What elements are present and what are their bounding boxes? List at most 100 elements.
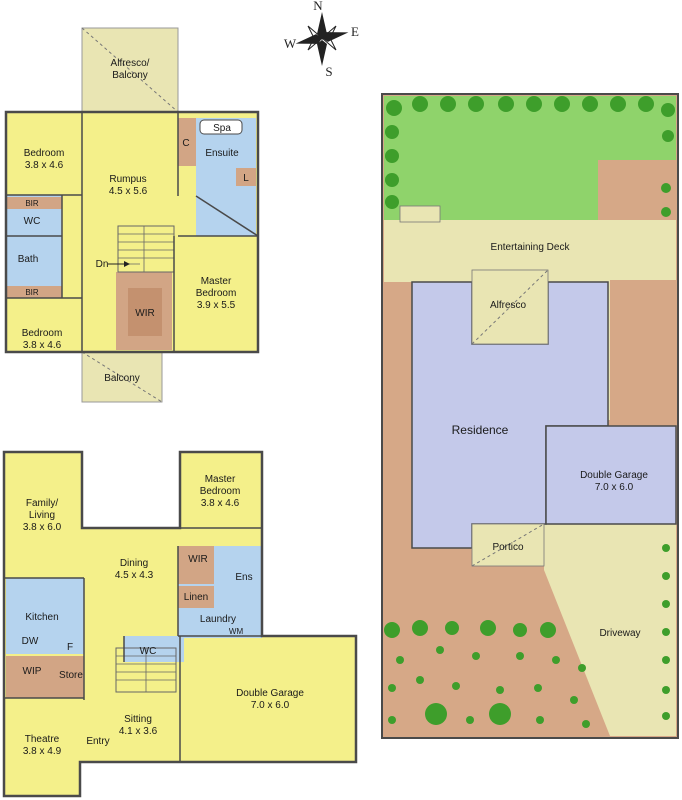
upper-wall-ens-diag bbox=[195, 195, 259, 237]
dn-label: Dn bbox=[96, 259, 109, 270]
tree-row-top bbox=[385, 96, 675, 209]
laundry-label: Laundry bbox=[200, 614, 236, 625]
wm-label: WM bbox=[229, 627, 244, 636]
ens-label: Ens bbox=[235, 572, 252, 583]
compass-s-label: S bbox=[325, 64, 332, 79]
sitting-size: 4.1 x 3.6 bbox=[119, 726, 158, 737]
kitchen-label: Kitchen bbox=[25, 612, 58, 623]
compass-west-point bbox=[295, 34, 322, 44]
store-label: Store bbox=[59, 670, 83, 681]
upper-bedroom-top-size: 3.8 x 4.6 bbox=[25, 160, 64, 171]
upper-floor-base bbox=[6, 112, 258, 352]
bir-bottom-label: BIR bbox=[25, 288, 39, 297]
bath-label: Bath bbox=[18, 254, 39, 265]
upper-master-name: Master bbox=[201, 276, 232, 287]
cupboard-c-area bbox=[178, 118, 196, 166]
entertaining-deck-label: Entertaining Deck bbox=[491, 242, 571, 253]
site-plan: Entertaining Deck Alfresco Residence Dou… bbox=[381, 93, 679, 739]
dw-label: DW bbox=[22, 636, 39, 647]
wip-label: WIP bbox=[23, 666, 42, 677]
alfresco-balcony-label-1: Alfresco/ bbox=[111, 58, 150, 69]
bir-top-area bbox=[6, 197, 62, 209]
ground-master-name2: Bedroom bbox=[200, 486, 241, 497]
dining-size: 4.5 x 4.3 bbox=[115, 570, 154, 581]
upper-wir-label: WIR bbox=[135, 308, 154, 319]
upper-bedroom-bottom-name: Bedroom bbox=[22, 328, 63, 339]
compass-east-point bbox=[322, 32, 349, 42]
ground-staircase bbox=[115, 647, 177, 693]
ground-wir-label: WIR bbox=[188, 554, 207, 565]
site-alfresco-area bbox=[471, 269, 549, 345]
family-living-label-2: Living bbox=[29, 510, 55, 521]
bir-top-label: BIR bbox=[25, 199, 39, 208]
linen-label: Linen bbox=[184, 592, 208, 603]
ground-floor-plan: Family/ Living 3.8 x 6.0 Master Bedroom … bbox=[2, 450, 358, 798]
balcony-label: Balcony bbox=[104, 373, 140, 384]
site-alfresco-label: Alfresco bbox=[490, 300, 527, 311]
ensuite-label: Ensuite bbox=[205, 148, 239, 159]
upper-bedroom-top-name: Bedroom bbox=[24, 148, 65, 159]
linen-l-area bbox=[236, 168, 256, 186]
residence-label: Residence bbox=[452, 423, 509, 437]
upper-floor-plan: Alfresco/ Balcony Bedroom 3.8 x 4.6 Rump… bbox=[4, 27, 260, 403]
alfresco-balcony-area bbox=[81, 27, 179, 113]
site-garage-footprint bbox=[545, 425, 677, 525]
cupboard-c-label: C bbox=[182, 138, 189, 149]
upper-master-size: 3.9 x 5.5 bbox=[197, 300, 236, 311]
ground-garage-size: 7.0 x 6.0 bbox=[251, 700, 290, 711]
compass-star bbox=[307, 25, 337, 51]
wir-inner bbox=[128, 288, 162, 336]
sitting-name: Sitting bbox=[124, 714, 152, 725]
deck-steps bbox=[399, 205, 441, 223]
theatre-name: Theatre bbox=[25, 734, 60, 745]
ground-master-name: Master bbox=[205, 474, 236, 485]
compass-e-label: E bbox=[351, 24, 359, 39]
upper-master-name2: Bedroom bbox=[196, 288, 237, 299]
tree-garden-front bbox=[384, 620, 590, 728]
wip-area bbox=[6, 656, 58, 698]
ground-garage-name: Double Garage bbox=[236, 688, 304, 699]
upper-staircase bbox=[117, 225, 175, 273]
family-living-size: 3.8 x 6.0 bbox=[23, 522, 62, 533]
spa-label: Spa bbox=[213, 123, 231, 134]
kitchen-area bbox=[6, 578, 84, 654]
upper-outer-wall bbox=[4, 110, 260, 354]
ground-wir-area bbox=[178, 546, 214, 584]
spa-bath bbox=[199, 119, 243, 135]
bir-bottom-area bbox=[6, 286, 62, 298]
store-area bbox=[58, 656, 84, 698]
dining-name: Dining bbox=[120, 558, 148, 569]
linen-l-label: L bbox=[243, 173, 249, 184]
ground-wc-area bbox=[124, 636, 184, 662]
family-living-label-1: Family/ bbox=[26, 498, 58, 509]
theatre-size: 3.8 x 4.9 bbox=[23, 746, 62, 757]
driveway-area bbox=[544, 524, 676, 736]
rumpus-name: Rumpus bbox=[109, 174, 146, 185]
compass-rose: N S E W bbox=[284, 0, 359, 79]
ground-wc-label: WC bbox=[140, 646, 157, 657]
ground-master-size: 3.8 x 4.6 bbox=[201, 498, 240, 509]
upper-wc-label: WC bbox=[24, 216, 41, 227]
compass-n-label: N bbox=[313, 0, 323, 13]
driveway-label: Driveway bbox=[599, 628, 640, 639]
compass-north-point bbox=[317, 12, 327, 40]
rumpus-size: 4.5 x 5.6 bbox=[109, 186, 148, 197]
fridge-f-label: F bbox=[67, 642, 73, 653]
dn-arrow-head bbox=[124, 261, 130, 267]
site-garage-name: Double Garage bbox=[580, 470, 648, 481]
balcony-diagonal bbox=[81, 351, 163, 403]
site-garage-size: 7.0 x 6.0 bbox=[595, 482, 634, 493]
compass-w-label: W bbox=[284, 36, 297, 51]
tree-column-right bbox=[661, 183, 671, 720]
entry-label: Entry bbox=[86, 736, 109, 747]
linen-area bbox=[178, 586, 214, 608]
portico-diagonal bbox=[471, 523, 545, 567]
compass-south-point bbox=[317, 40, 327, 66]
portico-label: Portico bbox=[492, 542, 524, 553]
alfresco-balcony-label-2: Balcony bbox=[112, 70, 148, 81]
laundry-area bbox=[178, 608, 262, 638]
lawn-area bbox=[384, 96, 676, 220]
upper-bedroom-bottom-size: 3.8 x 4.6 bbox=[23, 340, 62, 351]
bath-wc-area bbox=[6, 195, 62, 297]
